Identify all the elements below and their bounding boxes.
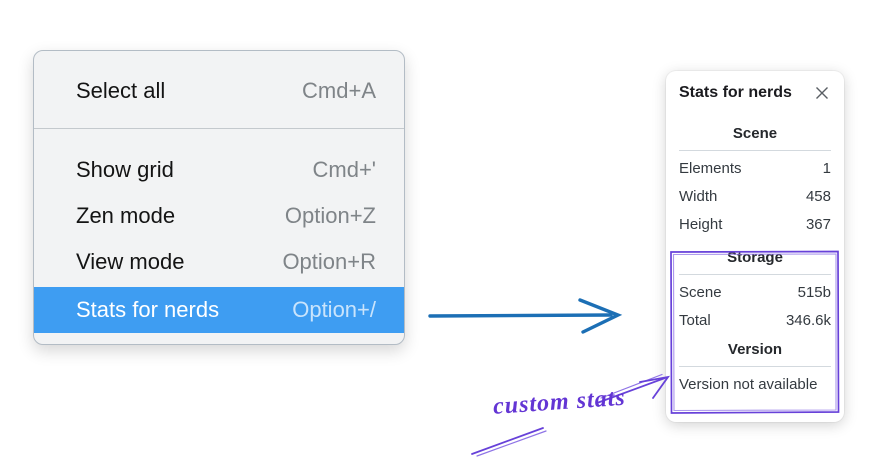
version-note: Version not available bbox=[679, 376, 818, 393]
stat-value: 515b bbox=[797, 284, 831, 301]
close-icon[interactable] bbox=[813, 84, 831, 102]
stat-row-scene-storage: Scene 515b bbox=[679, 279, 831, 307]
section-divider bbox=[679, 150, 831, 151]
menu-item-view-mode[interactable]: View mode Option+R bbox=[34, 239, 404, 285]
menu-item-shortcut: Cmd+A bbox=[302, 78, 376, 103]
menu-item-zen-mode[interactable]: Zen mode Option+Z bbox=[34, 193, 404, 239]
menu-item-shortcut: Cmd+' bbox=[312, 157, 377, 182]
stat-label: Scene bbox=[679, 284, 722, 301]
stat-value: 1 bbox=[822, 160, 831, 177]
section-divider bbox=[679, 366, 831, 367]
menu-item-label: Select all bbox=[76, 78, 166, 103]
stat-value: 458 bbox=[805, 188, 831, 205]
menu-item-label: View mode bbox=[76, 249, 185, 274]
stats-panel-title: Stats for nerds bbox=[679, 84, 792, 101]
stats-panel: Stats for nerds Scene Elements 1 Width 4… bbox=[666, 71, 844, 422]
menu-item-stats-for-nerds[interactable]: Stats for nerds Option+/ bbox=[34, 287, 404, 333]
menu-item-label: Stats for nerds bbox=[76, 297, 220, 322]
stat-row-width: Width 458 bbox=[679, 183, 831, 211]
stat-label: Width bbox=[679, 188, 718, 205]
menu-item-shortcut: Option+R bbox=[282, 249, 376, 274]
menu-item-shortcut: Option+/ bbox=[292, 297, 376, 322]
stat-row-total-storage: Total 346.6k bbox=[679, 307, 831, 335]
stat-label: Height bbox=[679, 216, 723, 233]
section-heading-version: Version bbox=[727, 341, 783, 358]
menu-item-label: Zen mode bbox=[76, 203, 176, 228]
stat-label: Total bbox=[679, 312, 711, 329]
context-menu: Select all Cmd+A Show grid Cmd+' Zen mod… bbox=[33, 50, 405, 345]
menu-item-label: Show grid bbox=[76, 157, 174, 182]
section-divider bbox=[679, 274, 831, 275]
menu-item-shortcut: Option+Z bbox=[284, 203, 376, 228]
stat-row-elements: Elements 1 bbox=[679, 155, 831, 183]
stats-panel-header: Stats for nerds bbox=[679, 83, 831, 103]
stat-value: 346.6k bbox=[785, 312, 831, 329]
menu-item-show-grid[interactable]: Show grid Cmd+' bbox=[34, 147, 404, 193]
menu-divider bbox=[34, 128, 404, 129]
section-heading-storage: Storage bbox=[727, 249, 783, 266]
stat-value: 367 bbox=[805, 216, 831, 233]
section-heading-scene: Scene bbox=[732, 125, 778, 142]
annotation-line-icon bbox=[471, 427, 547, 457]
flow-arrow-icon bbox=[428, 298, 623, 334]
stat-row-height: Height 367 bbox=[679, 211, 831, 239]
custom-stats-annotation: custom stats bbox=[492, 384, 627, 420]
menu-item-select-all[interactable]: Select all Cmd+A bbox=[34, 65, 404, 117]
stat-label: Elements bbox=[679, 160, 742, 177]
